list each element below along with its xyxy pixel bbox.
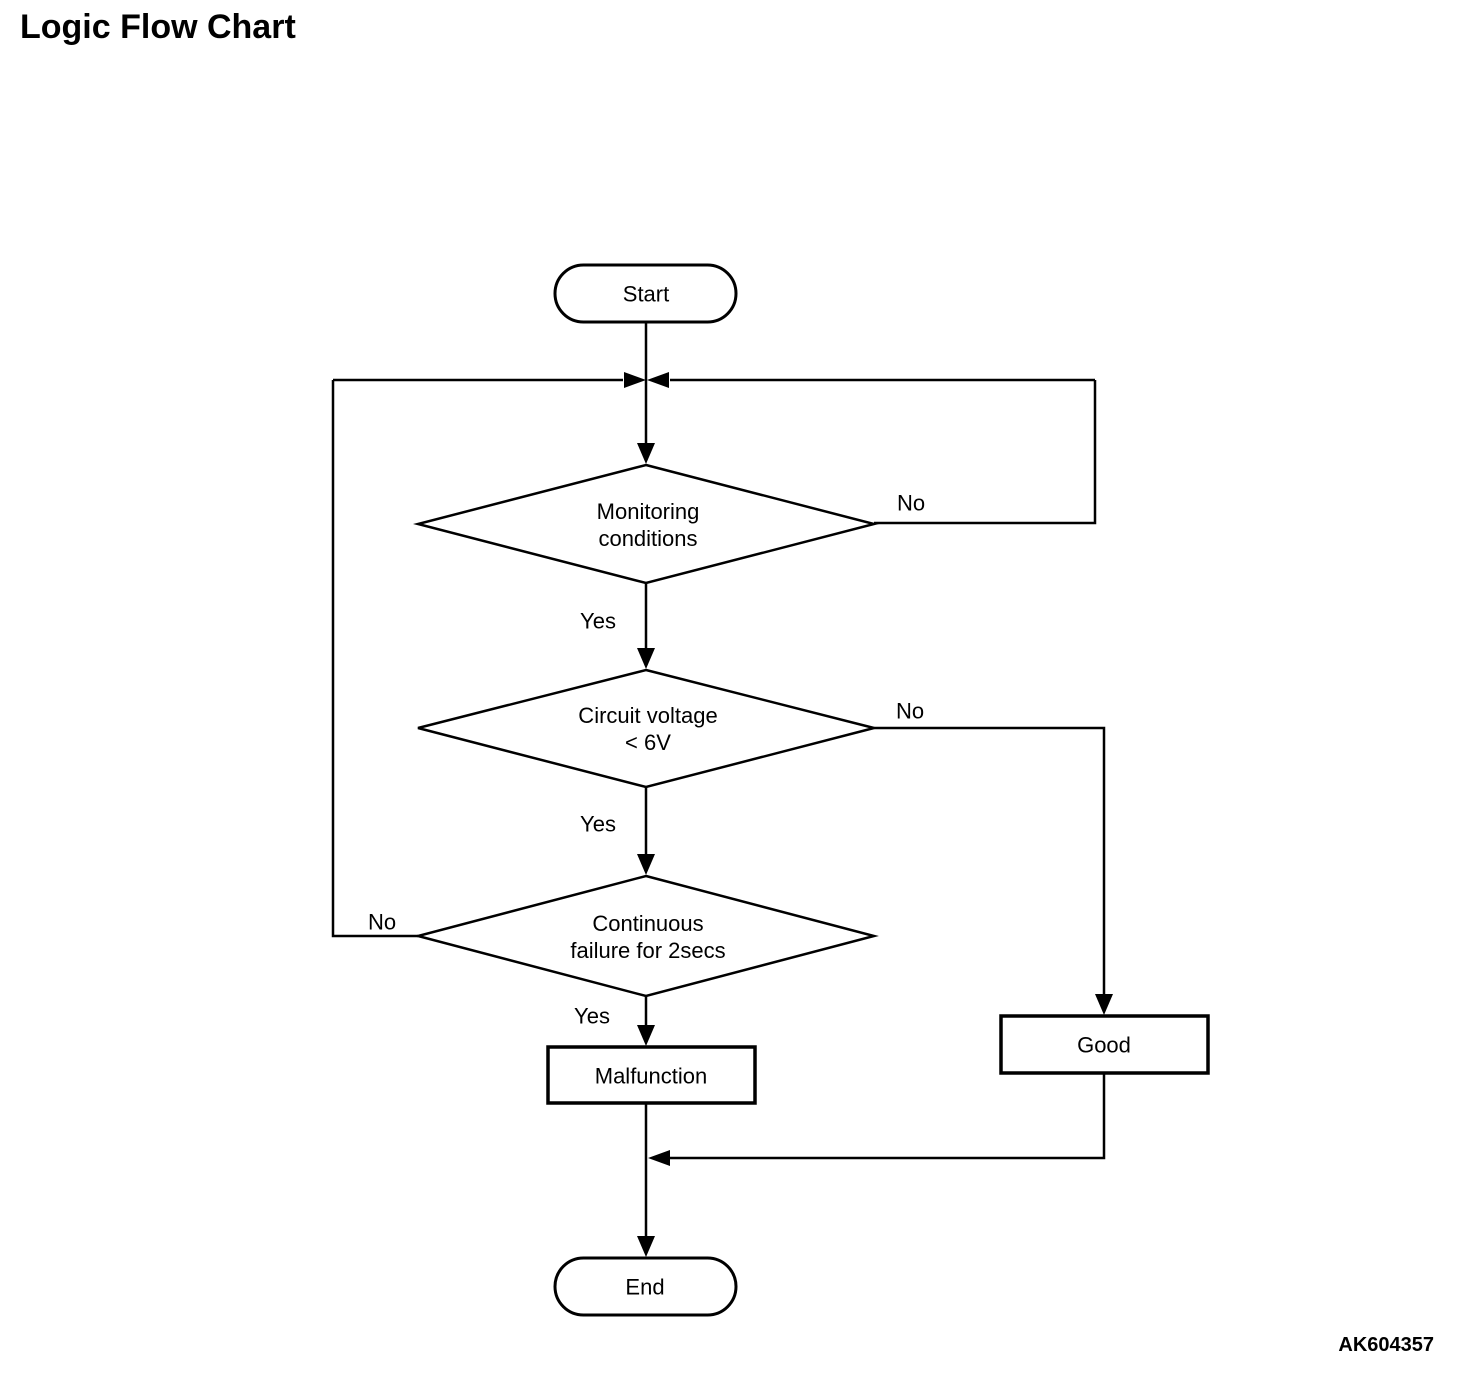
decision2-label: Circuit voltage < 6V	[578, 702, 717, 756]
arrowhead-right-loop-into-junction	[647, 372, 669, 388]
arrowhead-left-loop-into-junction	[624, 372, 646, 388]
page-title: Logic Flow Chart	[20, 8, 296, 46]
arrowhead-into-end	[637, 1236, 655, 1257]
connector-decision3-no-loop	[331, 380, 418, 938]
malfunction-process-shape	[546, 1045, 757, 1105]
arrowhead-good-into-main-line	[648, 1150, 670, 1166]
decision2-yes-label: Yes	[580, 811, 616, 837]
connector-decision2-no	[874, 726, 1106, 994]
arrowhead-into-decision1	[637, 443, 655, 464]
decision2-label-line2: < 6V	[625, 730, 671, 755]
decision2-label-line1: Circuit voltage	[578, 703, 718, 728]
decision1-label: Monitoring conditions	[597, 498, 700, 552]
decision3-yes-label: Yes	[574, 1003, 610, 1029]
connector-good-to-merge	[670, 1073, 1106, 1160]
decision1-label-line2: conditions	[598, 526, 698, 551]
figure-code: AK604357	[1338, 1334, 1434, 1356]
arrowhead-into-malfunction	[637, 1025, 655, 1046]
decision3-label-line1: Continuous	[592, 911, 704, 936]
decision2-no-label: No	[895, 698, 925, 724]
connector-decision1-no-loop	[874, 380, 1097, 525]
decision1-label-line1: Monitoring	[596, 499, 700, 524]
decision1-yes-label: Yes	[580, 608, 616, 634]
end-terminator-shape	[553, 1256, 738, 1317]
decision1-no-label: No	[896, 490, 926, 516]
arrowhead-into-decision2	[637, 648, 655, 669]
malfunction-label: Malfunction	[594, 1063, 708, 1089]
decision3-label-line2: failure for 2secs	[570, 938, 726, 963]
decision3-no-label: No	[367, 909, 397, 935]
arrowhead-into-decision3	[637, 854, 655, 875]
end-label: End	[625, 1274, 665, 1300]
good-label: Good	[1077, 1032, 1131, 1058]
arrowhead-into-good	[1095, 994, 1113, 1015]
start-label: Start	[622, 281, 670, 307]
decision3-label: Continuous failure for 2secs	[570, 910, 725, 964]
